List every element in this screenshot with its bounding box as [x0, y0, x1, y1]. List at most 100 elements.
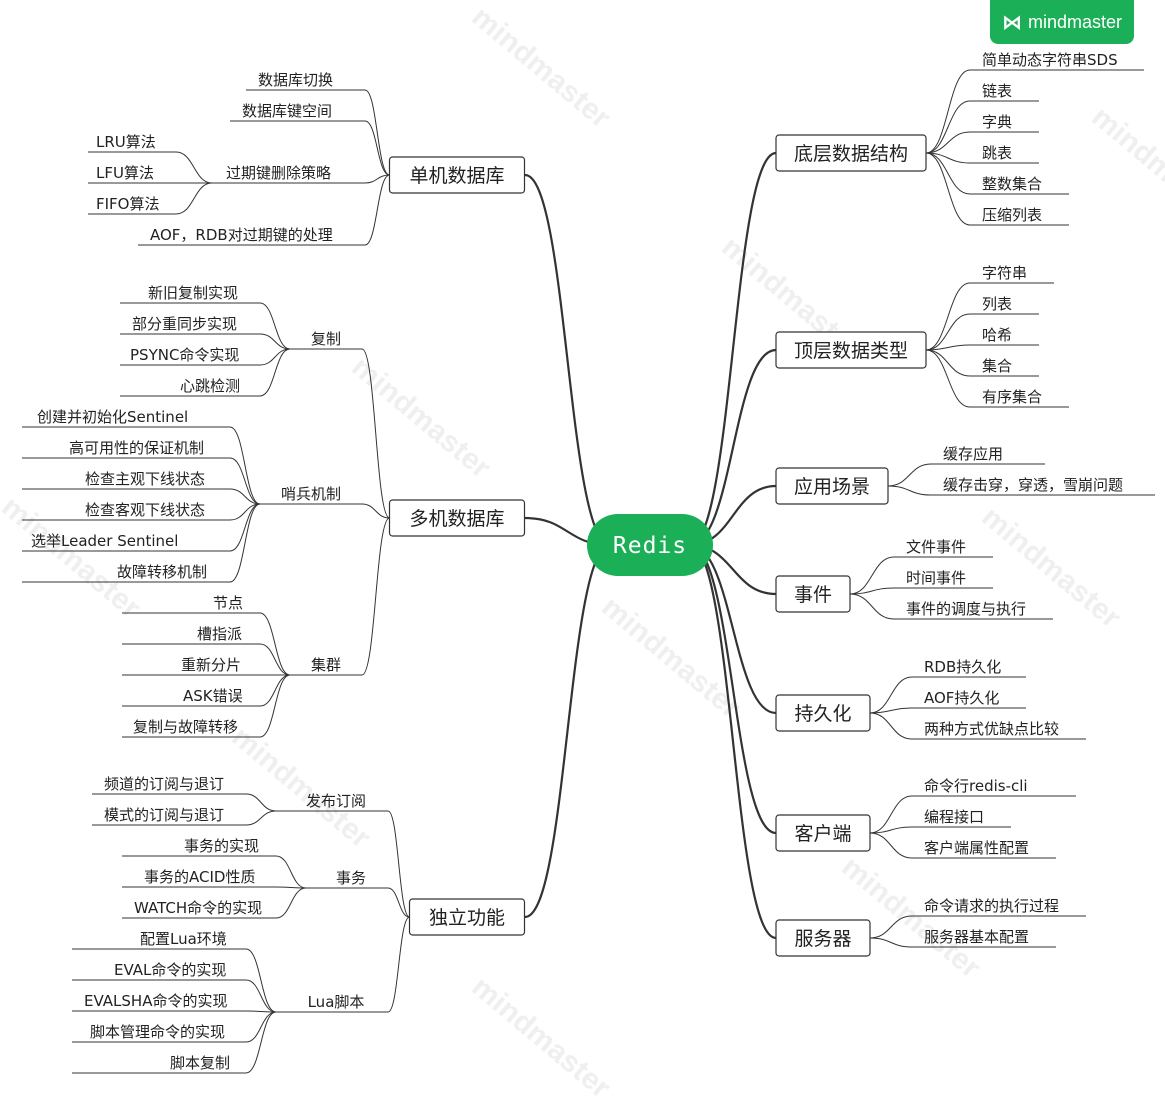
group-sentinel-label[interactable]: 哨兵机制 — [281, 485, 341, 503]
leaf-replication-1[interactable]: 部分重同步实现 — [132, 315, 237, 333]
branch-scenarios-label[interactable]: 应用场景 — [794, 476, 870, 498]
connector-line — [175, 182, 213, 215]
leaf-low_ds-4[interactable]: 整数集合 — [982, 175, 1042, 193]
leaf-top_types-1[interactable]: 列表 — [982, 295, 1012, 313]
leaf-expire-1[interactable]: LFU算法 — [96, 164, 154, 182]
group-expire-label[interactable]: 过期键删除策略 — [226, 164, 331, 182]
leaf-sentinel-5[interactable]: 故障转移机制 — [117, 563, 207, 581]
leaf-standalone-1[interactable]: 数据库键空间 — [242, 102, 332, 120]
leaf-persistence-1[interactable]: AOF持久化 — [924, 689, 999, 707]
leaf-replication-2[interactable]: PSYNC命令实现 — [130, 346, 239, 364]
leaf-sentinel-2[interactable]: 检查主观下线状态 — [85, 470, 205, 488]
group-tx-label[interactable]: 事务 — [336, 869, 366, 887]
root-connector-standalone — [524, 173, 611, 547]
mindmaster-brand-badge[interactable]: ⋈ mindmaster — [990, 0, 1134, 44]
leaf-lua-3[interactable]: 脚本管理命令的实现 — [90, 1023, 225, 1041]
watermark: mindmaster — [1086, 100, 1165, 235]
leaf-lua-2[interactable]: EVALSHA命令的实现 — [84, 992, 227, 1010]
group-pubsub-label[interactable]: 发布订阅 — [306, 792, 366, 810]
connector-line — [245, 1011, 277, 1043]
branch-low_ds-label[interactable]: 底层数据结构 — [794, 143, 908, 165]
leaf-replication-0[interactable]: 新旧复制实现 — [148, 284, 238, 302]
leaf-cluster-3[interactable]: ASK错误 — [183, 687, 243, 705]
leaf-standalone-2[interactable]: AOF，RDB对过期键的处理 — [150, 226, 333, 244]
branch-features-label[interactable]: 独立功能 — [429, 907, 505, 929]
leaf-events-2[interactable]: 事件的调度与执行 — [906, 600, 1026, 618]
leaf-cluster-2[interactable]: 重新分片 — [181, 656, 241, 674]
leaf-pubsub-1[interactable]: 模式的订阅与退订 — [104, 806, 224, 824]
leaf-expire-2[interactable]: FIFO算法 — [96, 195, 160, 213]
leaf-top_types-3[interactable]: 集合 — [982, 357, 1012, 375]
leaf-sentinel-3[interactable]: 检查客观下线状态 — [85, 501, 205, 519]
connector-line — [361, 348, 390, 519]
leaf-top_types-0[interactable]: 字符串 — [982, 264, 1027, 282]
leaf-connector — [849, 587, 895, 595]
leaf-scenarios-0[interactable]: 缓存应用 — [943, 445, 1003, 463]
connector-line — [229, 426, 261, 505]
leaf-lua-4[interactable]: 脚本复制 — [170, 1054, 230, 1072]
leaf-events-1[interactable]: 时间事件 — [906, 569, 966, 587]
leaf-server-0[interactable]: 命令请求的执行过程 — [924, 897, 1059, 915]
leaf-cluster-0[interactable]: 节点 — [213, 594, 243, 612]
connector-line — [245, 793, 277, 812]
leaf-scenarios-1[interactable]: 缓存击穿，穿透，雪崩问题 — [943, 476, 1123, 494]
leaf-low_ds-2[interactable]: 字典 — [982, 113, 1012, 131]
leaf-low_ds-3[interactable]: 跳表 — [982, 144, 1012, 162]
connector-line — [364, 120, 390, 176]
watermark: mindmaster — [466, 970, 618, 1100]
branch-persistence-label[interactable]: 持久化 — [794, 703, 851, 725]
leaf-connector — [925, 152, 971, 195]
leaf-low_ds-0[interactable]: 简单动态字符串SDS — [982, 51, 1118, 69]
leaf-expire-0[interactable]: LRU算法 — [96, 133, 156, 151]
group-lua-label[interactable]: Lua脚本 — [308, 993, 365, 1011]
leaf-lua-0[interactable]: 配置Lua环境 — [140, 930, 227, 948]
leaf-lua-1[interactable]: EVAL命令的实现 — [114, 961, 226, 979]
leaf-server-1[interactable]: 服务器基本配置 — [924, 928, 1029, 946]
connector-line — [275, 887, 307, 919]
leaf-low_ds-5[interactable]: 压缩列表 — [982, 206, 1042, 224]
leaf-tx-2[interactable]: WATCH命令的实现 — [134, 899, 262, 917]
group-replication-label[interactable]: 复制 — [311, 330, 341, 348]
connector-line — [275, 855, 307, 889]
leaf-sentinel-0[interactable]: 创建并初始化Sentinel — [37, 408, 188, 426]
leaf-cluster-4[interactable]: 复制与故障转移 — [133, 718, 238, 736]
leaf-pubsub-0[interactable]: 频道的订阅与退订 — [104, 775, 224, 793]
leaf-tx-1[interactable]: 事务的ACID性质 — [144, 868, 255, 886]
leaf-connector — [849, 556, 895, 595]
leaf-low_ds-1[interactable]: 链表 — [982, 82, 1012, 100]
leaf-connector — [887, 485, 932, 496]
leaf-client-1[interactable]: 编程接口 — [924, 808, 984, 826]
leaf-top_types-4[interactable]: 有序集合 — [982, 388, 1042, 406]
leaf-sentinel-1[interactable]: 高可用性的保证机制 — [69, 439, 204, 457]
connector-line — [259, 333, 291, 350]
leaf-standalone-0[interactable]: 数据库切换 — [258, 71, 333, 89]
leaf-connector — [869, 707, 913, 714]
branch-events-label[interactable]: 事件 — [794, 584, 832, 606]
leaf-events-0[interactable]: 文件事件 — [906, 538, 966, 556]
branch-standalone-label[interactable]: 单机数据库 — [409, 165, 504, 187]
leaf-persistence-0[interactable]: RDB持久化 — [924, 658, 1001, 676]
leaf-persistence-2[interactable]: 两种方式优缺点比较 — [924, 720, 1059, 738]
leaf-client-2[interactable]: 客户端属性配置 — [924, 839, 1029, 857]
leaf-connector — [925, 69, 971, 154]
leaf-cluster-1[interactable]: 槽指派 — [197, 625, 242, 643]
connector-line — [364, 174, 390, 184]
connector-line — [259, 674, 291, 707]
branch-top_types-label[interactable]: 顶层数据类型 — [794, 340, 908, 362]
leaf-tx-0[interactable]: 事务的实现 — [184, 837, 259, 855]
leaf-top_types-2[interactable]: 哈希 — [982, 326, 1012, 344]
group-cluster-label[interactable]: 集群 — [311, 656, 341, 674]
root-node[interactable] — [587, 514, 713, 576]
root-label[interactable]: Redis — [613, 533, 687, 559]
branch-server-label[interactable]: 服务器 — [794, 928, 851, 950]
connector-line — [259, 302, 291, 350]
leaf-connector — [869, 795, 913, 834]
leaf-replication-3[interactable]: 心跳检测 — [180, 377, 240, 395]
leaf-sentinel-4[interactable]: 选举Leader Sentinel — [31, 532, 178, 550]
branch-client-label[interactable]: 客户端 — [794, 823, 851, 845]
branch-multi-label[interactable]: 多机数据库 — [409, 508, 504, 530]
watermark-text: mindmaster — [346, 350, 498, 485]
leaf-client-0[interactable]: 命令行redis-cli — [924, 777, 1028, 795]
brand-text: mindmaster — [1027, 11, 1123, 32]
